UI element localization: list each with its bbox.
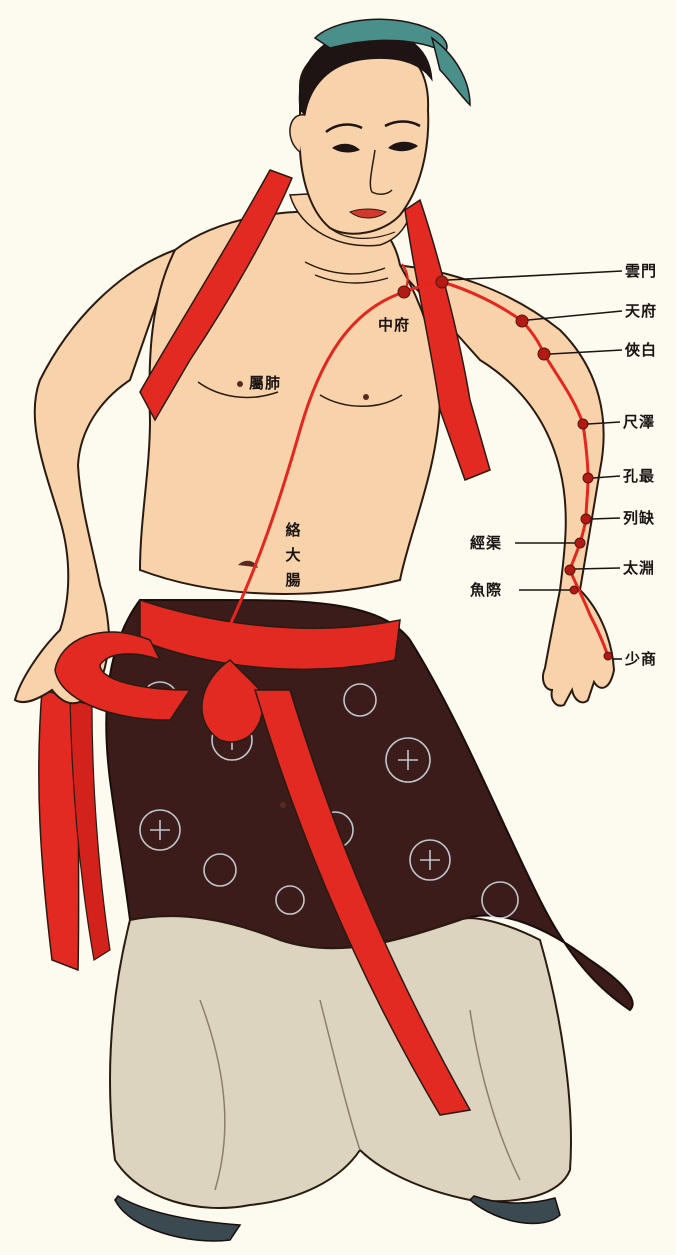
leader-yunmen (448, 271, 622, 280)
label-shaoshang: 少商 (625, 650, 657, 668)
acupoint-tianfu (516, 315, 528, 327)
sash-mark (280, 802, 286, 808)
label-lieque: 列缺 (623, 509, 655, 527)
acupoint-yunmen (436, 276, 448, 288)
label-tianfu: 天府 (625, 302, 657, 320)
label-xiabai: 俠白 (625, 341, 657, 359)
acupoint-taiyuan (565, 565, 575, 575)
acupoint-yuji (570, 586, 578, 594)
leader-tianfu (528, 311, 622, 320)
label-kongzui: 孔最 (623, 467, 655, 485)
right-nipple (363, 394, 369, 400)
trousers (110, 916, 571, 1208)
acupoint-kongzui (583, 473, 593, 483)
acupoint-jingqu (575, 538, 585, 548)
label-jingqu: 經渠 (470, 534, 502, 552)
acupoint-shaoshang (604, 652, 612, 660)
acupoint-lieque (581, 514, 591, 524)
acupoint-chize (578, 419, 588, 429)
leader-taiyuan (575, 568, 620, 569)
label-zhongfu: 中府 (378, 316, 410, 334)
hair-band-tail (432, 38, 470, 105)
label-yunmen: 雲門 (625, 262, 657, 280)
label-taiyuan: 太淵 (623, 559, 655, 577)
label-luodachang: 絡大腸 (284, 518, 302, 593)
acupoint-xiabai (538, 348, 550, 360)
left-nipple (237, 381, 243, 387)
label-chize: 尺澤 (623, 413, 655, 431)
leader-lieque (591, 518, 620, 519)
label-shufei: 屬肺 (249, 374, 281, 392)
acupoint-zhongfu (398, 286, 410, 298)
label-yuji: 魚際 (470, 581, 502, 599)
